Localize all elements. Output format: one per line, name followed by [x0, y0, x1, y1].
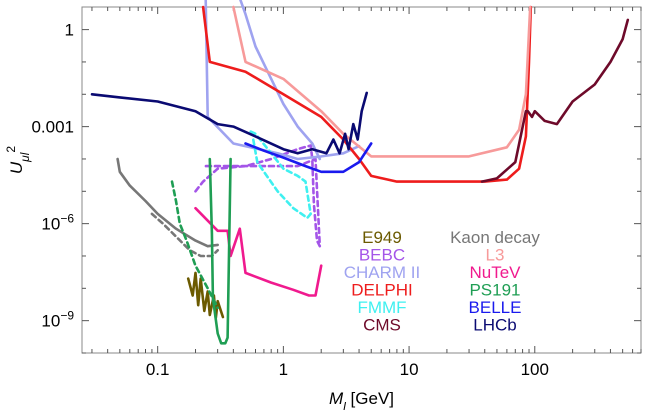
- legend-entry: FMMF: [357, 298, 406, 317]
- axis-ticks: 0.1 1 10 100 1 0.001 10−6 10−9: [31, 7, 642, 379]
- series-ps191-dashed: [170, 180, 219, 310]
- series-layer: [90, 0, 630, 345]
- series-e949: [186, 271, 225, 320]
- series-bebc: [194, 144, 322, 248]
- series-cms: [480, 18, 630, 183]
- legend-entry: E949: [362, 228, 402, 247]
- legend-entry: Kaon decay: [450, 228, 540, 247]
- x-tick-label: 0.1: [146, 360, 170, 379]
- y-tick-label: 0.001: [31, 118, 74, 137]
- legend-entry: LHCb: [473, 316, 516, 335]
- legend-entry: L3: [486, 246, 505, 265]
- x-axis-title: Ml [GeV]: [329, 389, 394, 410]
- y-tick-label: 1: [65, 21, 74, 40]
- legend-entry: BEBC: [359, 246, 405, 265]
- x-tick-label: 1: [279, 360, 288, 379]
- x-tick-label: 100: [521, 360, 549, 379]
- series-fmmf: [249, 130, 312, 220]
- legend-entry: CMS: [363, 316, 401, 335]
- y-axis-title: Uμl2: [4, 146, 32, 175]
- y-tick-label: 10−6: [41, 212, 74, 234]
- plot-frame: [81, 6, 642, 354]
- series-kaon-decay: [116, 157, 219, 248]
- legend-entry: DELPHI: [351, 281, 412, 300]
- axis-titles: Ml [GeV] Uμl2: [4, 146, 394, 410]
- legend-entry: CHARM II: [344, 263, 421, 282]
- series-charm-ii-upper: [239, 0, 322, 161]
- series-lhcb: [90, 91, 368, 155]
- legend-entry: BELLE: [469, 298, 522, 317]
- series-l3: [232, 5, 532, 158]
- series-delphi: [201, 5, 533, 183]
- series-nutev: [194, 206, 323, 297]
- legend-entry: NuTeV: [469, 263, 521, 282]
- x-tick-label: 10: [400, 360, 419, 379]
- legend-entry: PS191: [469, 281, 520, 300]
- series-belle: [244, 142, 373, 174]
- y-tick-label: 10−9: [41, 309, 74, 331]
- series-ps191: [208, 157, 232, 345]
